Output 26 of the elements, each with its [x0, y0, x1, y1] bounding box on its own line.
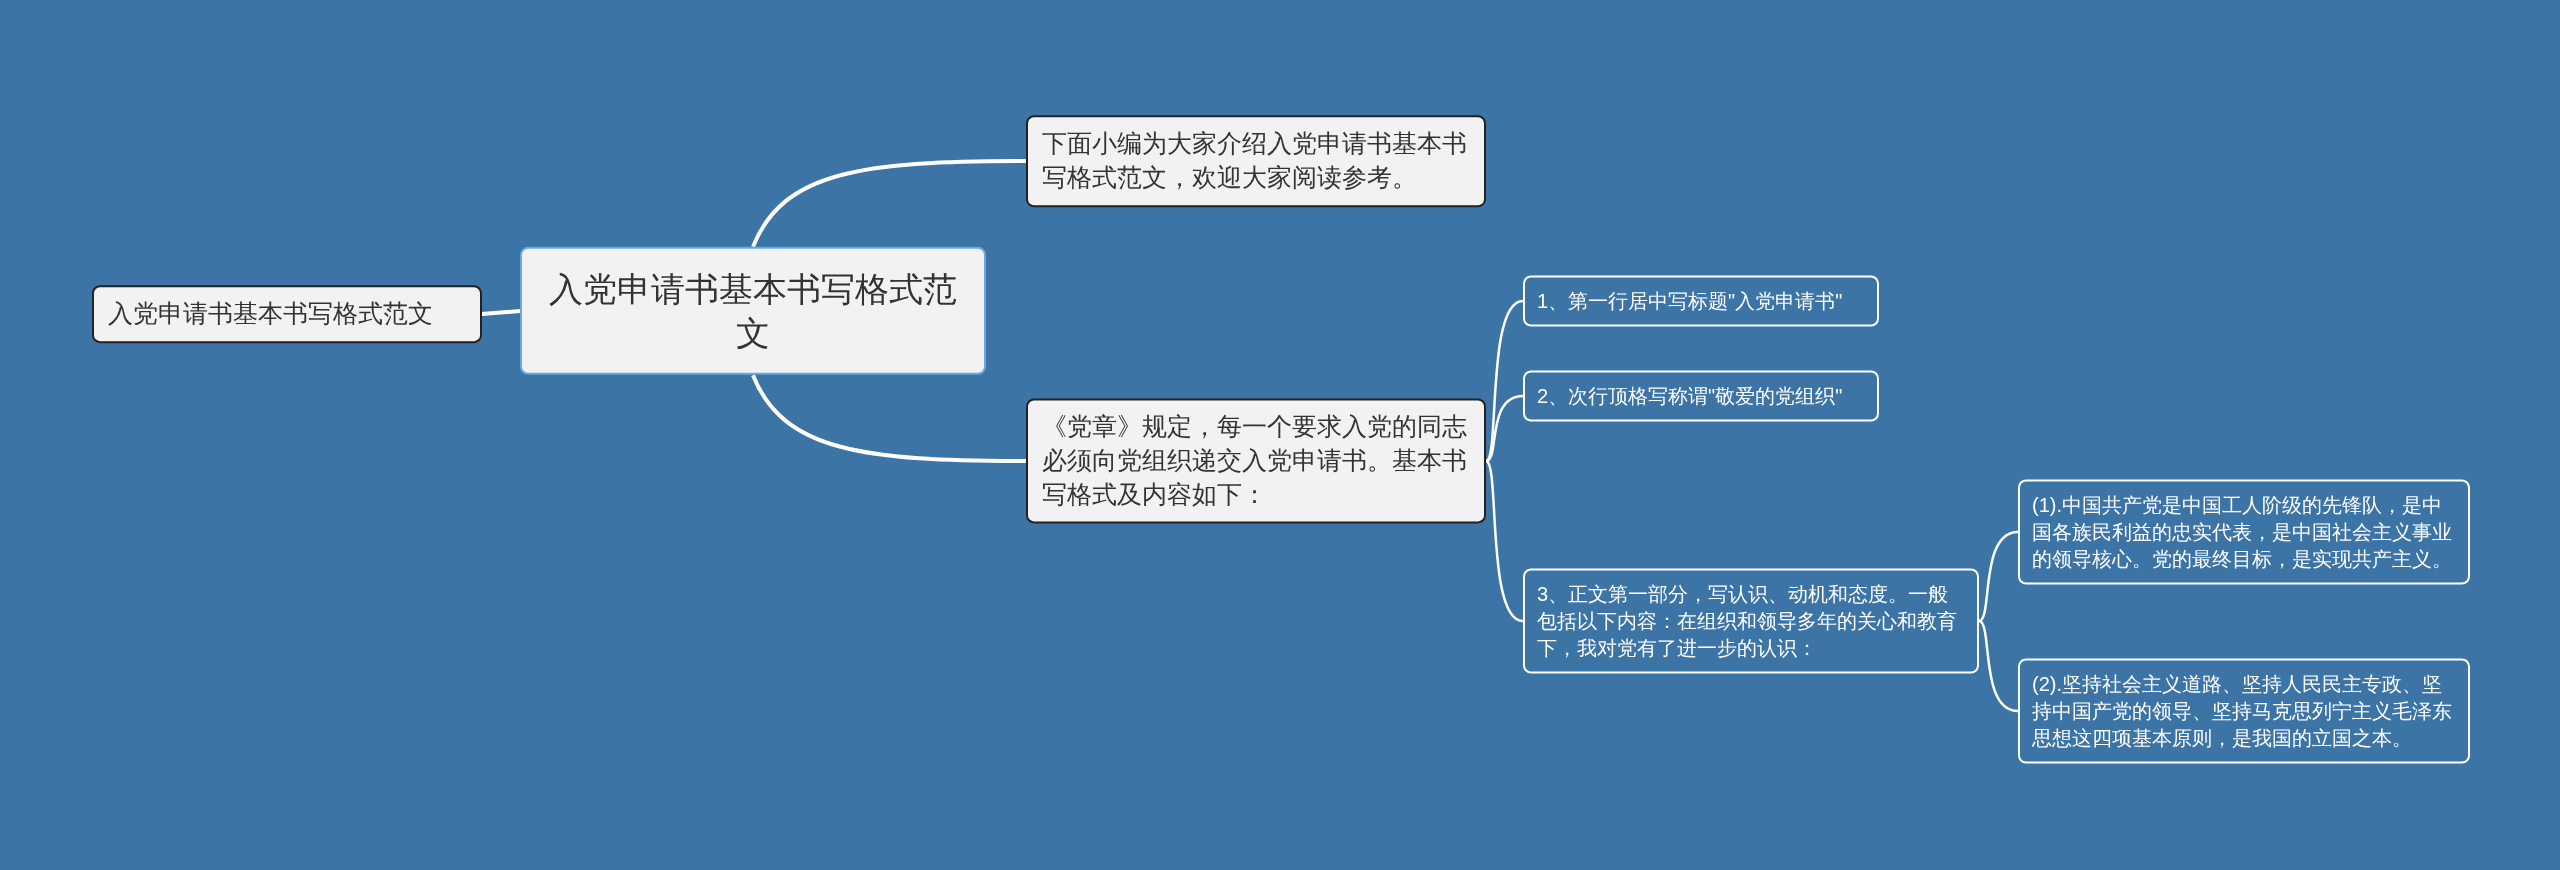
topic-text: (1).中国共产党是中国工人阶级的先锋队，是中国各族民利益的忠实代表，是中国社会主义事业的领导核心。党的最终目标，是实现共产主义。 — [2032, 492, 2453, 572]
topic-box — [1523, 370, 1879, 422]
connector-line — [751, 159, 1026, 248]
topic-text: 《党章》规定，每一个要求入党的同志必须向党组织递交入党申请书。基本书写格式及内容如下： — [1042, 411, 1468, 510]
topic-text: 3、正文第一部分，写认识、动机和态度。一般包括以下内容：在组织和领导多年的关心和教育下，我对党有了进一步的认识： — [1537, 581, 1958, 661]
topic-box — [1026, 115, 1486, 207]
central-topic-box — [520, 246, 986, 376]
connector-line — [1978, 619, 2019, 713]
connector-line — [1978, 530, 2019, 623]
connector-line — [481, 309, 521, 316]
topic-box — [2018, 658, 2470, 764]
topic-text: (2).坚持社会主义道路、坚持人民民主专政、坚持中国产党的领导、坚持马克思列宁主义毛泽东思想这四项基本原则，是我国的立国之本。 — [2032, 671, 2453, 751]
topic-box — [1523, 275, 1879, 327]
topic-text: 1、第一行居中写标题"入党申请书" — [1537, 288, 1844, 314]
topic-box — [1523, 568, 1979, 674]
topic-box — [1026, 398, 1486, 524]
topic-text: 入党申请书基本书写格式范文 — [108, 298, 434, 330]
connector-line — [751, 374, 1026, 463]
connector-line — [1485, 299, 1524, 462]
connector-line — [1485, 460, 1524, 623]
connector-line — [1485, 394, 1524, 463]
topic-text: 下面小编为大家介绍入党申请书基本书写格式范文，欢迎大家阅读参考。 — [1042, 128, 1468, 193]
topic-box — [92, 285, 482, 343]
topic-text: 入党申请书基本书写格式范文 — [548, 268, 958, 354]
topic-box — [2018, 479, 2470, 585]
topic-text: 2、次行顶格写称谓"敬爱的党组织" — [1537, 383, 1844, 409]
